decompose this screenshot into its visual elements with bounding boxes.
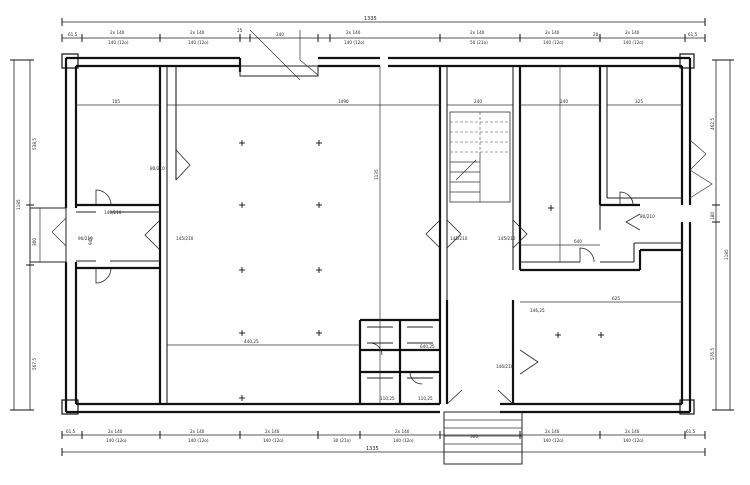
bottom-dim-1: 2x 140 bbox=[108, 429, 123, 434]
bottom-dim-7: 30 (21o) bbox=[333, 438, 351, 443]
room-label-10: 440,25 bbox=[244, 339, 259, 344]
left-dimension-lines: 538,5 1185 567,5 300 bbox=[10, 59, 37, 411]
room-label-6: 640 bbox=[574, 239, 582, 244]
bottom-dim-5: 2x 140 bbox=[265, 429, 280, 434]
staircase bbox=[449, 111, 511, 203]
bottom-dim-10: 300 bbox=[470, 434, 478, 439]
room-label-1: 105 bbox=[112, 99, 120, 104]
left-entrance bbox=[29, 207, 67, 263]
door-label-4: 145/210 bbox=[176, 236, 194, 241]
door-label-7: 80/210 bbox=[640, 214, 655, 219]
bottom-total-dimension: 1335 bbox=[366, 446, 379, 452]
room-label-7: 625 bbox=[612, 296, 620, 301]
top-dim-0: 61,5 bbox=[68, 32, 78, 37]
bottom-dim-11: 2x 140 bbox=[545, 429, 560, 434]
top-dim-3: 2x 140 bbox=[190, 30, 205, 35]
right-dim-1: 180 bbox=[710, 212, 715, 220]
top-dimension-lines: 1335 61,5 2x 140 140 (12o) 2x 140 140 (1… bbox=[61, 16, 706, 45]
room-labels: 105 1490 240 240 325 640 625 945 1135 44… bbox=[88, 99, 643, 401]
top-dim-1: 2x 140 bbox=[110, 30, 125, 35]
bottom-dim-4: 140 (12o) bbox=[188, 438, 209, 443]
top-dim-18: 61,5 bbox=[688, 32, 698, 37]
bottom-dimension-lines: 61,5 2x 140 140 (12o) 2x 140 140 (12o) 2… bbox=[61, 429, 706, 456]
top-dim-11: 2x 140 bbox=[545, 30, 560, 35]
left-dim-small: 300 bbox=[32, 238, 37, 246]
right-dim-0: 462,5 bbox=[710, 118, 715, 130]
right-dim-3: 576,5 bbox=[710, 348, 715, 360]
bottom-dim-13: 2x 140 bbox=[625, 429, 640, 434]
room-label-9: 1135 bbox=[374, 169, 379, 180]
room-label-2: 1490 bbox=[338, 99, 349, 104]
left-dim-2: 567,5 bbox=[32, 358, 37, 370]
right-dimension-lines: 462,5 180 1185 576,5 bbox=[710, 59, 734, 411]
door-label-2: 140/210 bbox=[104, 210, 122, 215]
room-label-12: 640,25 bbox=[420, 344, 435, 349]
top-opening bbox=[239, 29, 319, 81]
left-dim-1: 1185 bbox=[16, 199, 21, 210]
top-dim-13: 2x 140 bbox=[625, 30, 640, 35]
door-label-6: 145/210 bbox=[498, 236, 516, 241]
room-label-5: 325 bbox=[635, 99, 643, 104]
bottom-dim-14: 140 (12o) bbox=[623, 438, 644, 443]
bottom-dim-9: 140 (12o) bbox=[393, 438, 414, 443]
top-total-dimension: 1335 bbox=[364, 16, 377, 22]
top-dim-7: 2x 140 bbox=[346, 30, 361, 35]
bottom-dim-8: 2x 140 bbox=[395, 429, 410, 434]
top-dim-14: 140 (12o) bbox=[623, 40, 644, 45]
top-dim-4: 140 (12o) bbox=[188, 40, 209, 45]
room-label-13: 110,25 bbox=[418, 396, 433, 401]
top-dim-9: 2x 140 bbox=[470, 30, 485, 35]
bottom-dim-15: 61,5 bbox=[686, 429, 696, 434]
left-dim-0: 538,5 bbox=[32, 138, 37, 150]
top-dim-10: 50 (21o) bbox=[470, 40, 488, 45]
bottom-dim-2: 140 (12o) bbox=[106, 438, 127, 443]
room-label-14: 146,25 bbox=[530, 308, 545, 313]
bottom-dim-3: 2x 140 bbox=[190, 429, 205, 434]
top-dim-8: 140 (12o) bbox=[344, 40, 365, 45]
bottom-dim-6: 140 (12o) bbox=[263, 438, 284, 443]
top-dim-5: 25 bbox=[237, 28, 243, 33]
door-label-5: 145/210 bbox=[450, 236, 468, 241]
bottom-dim-12: 140 (12o) bbox=[543, 438, 564, 443]
room-label-11: 110,25 bbox=[380, 396, 395, 401]
room-dimension-lines bbox=[76, 66, 682, 404]
room-label-4: 240 bbox=[560, 99, 568, 104]
top-dim-6: 240 bbox=[276, 32, 284, 37]
door-labels: 90/210 140/210 80/210 145/210 145/210 14… bbox=[78, 166, 655, 369]
door-swings bbox=[95, 149, 641, 405]
right-dim-2: 1185 bbox=[724, 249, 729, 260]
top-dim-2: 140 (12o) bbox=[108, 40, 129, 45]
bottom-dim-0: 61,5 bbox=[66, 429, 76, 434]
top-dim-15: 20 bbox=[593, 32, 599, 37]
door-label-1: 90/210 bbox=[78, 236, 93, 241]
exterior-walls bbox=[61, 53, 695, 415]
top-dim-12: 140 (12o) bbox=[543, 40, 564, 45]
door-label-8: 146/210 bbox=[496, 364, 514, 369]
room-label-8: 945 bbox=[88, 237, 93, 245]
interior-walls bbox=[76, 66, 682, 465]
column-grid-markers bbox=[239, 140, 604, 401]
door-label-3: 80/210 bbox=[150, 166, 165, 171]
right-entrance bbox=[689, 139, 713, 199]
room-label-3: 240 bbox=[474, 99, 482, 104]
